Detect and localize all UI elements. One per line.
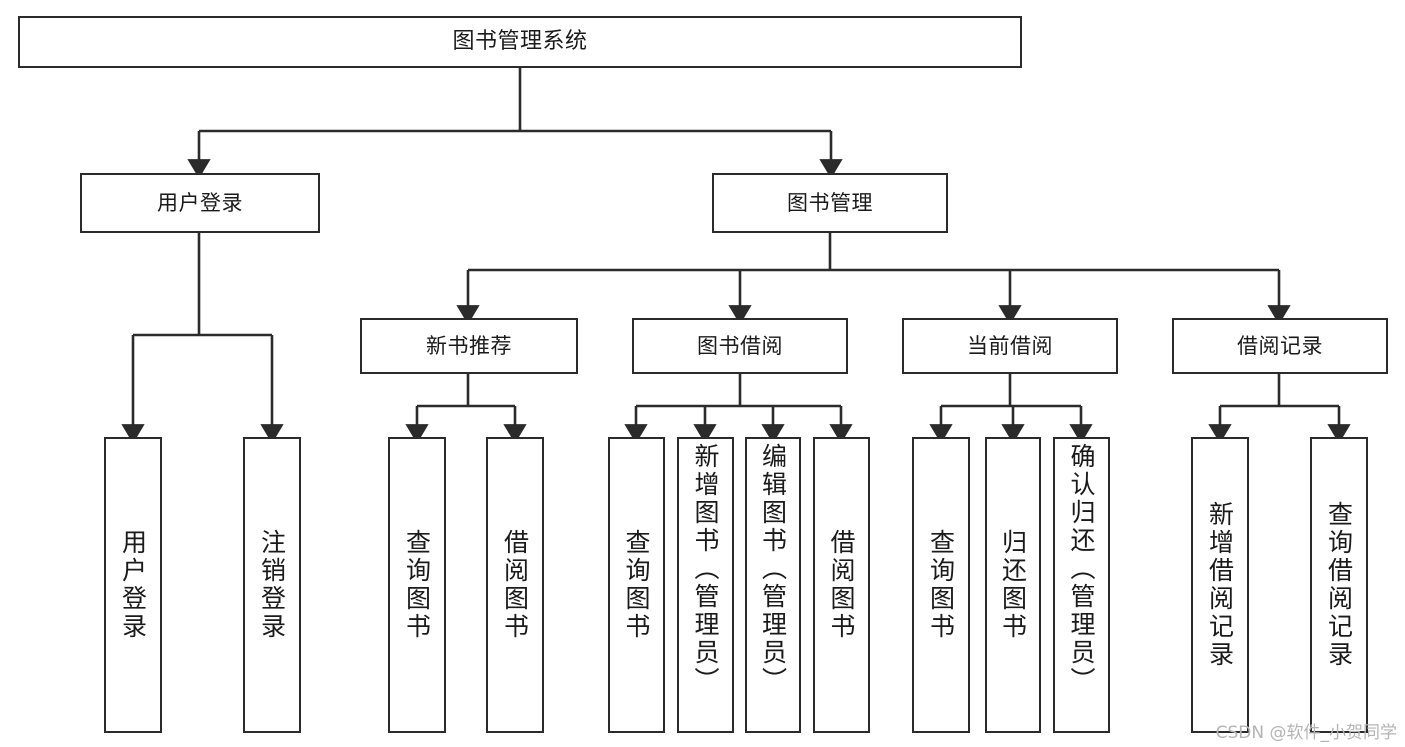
node-leaf-add-book[interactable]: 新增图书（管理员） xyxy=(677,437,734,733)
node-leaf-edit-book[interactable]: 编辑图书（管理员） xyxy=(745,437,801,733)
node-leaf-query-book-recommend[interactable]: 查询图书 xyxy=(388,437,446,733)
node-leaf-confirm-return[interactable]: 确认归还（管理员） xyxy=(1053,437,1110,733)
node-label: 查询借阅记录 xyxy=(1324,501,1354,669)
csdn-watermark: CSDN @软件_小贺同学 xyxy=(1215,723,1397,743)
node-label: 编辑图书（管理员） xyxy=(758,443,788,695)
node-new-book-recommend[interactable]: 新书推荐 xyxy=(360,318,578,374)
node-user-login[interactable]: 用户登录 xyxy=(80,173,320,233)
node-label: 图书管理系统 xyxy=(452,29,588,55)
node-label: 当前借阅 xyxy=(967,333,1053,358)
node-label: 新书推荐 xyxy=(426,333,512,358)
node-label: 查询图书 xyxy=(402,529,432,641)
node-label: 归还图书 xyxy=(998,529,1028,641)
node-book-manage[interactable]: 图书管理 xyxy=(712,173,948,233)
node-label: 用户登录 xyxy=(157,190,243,215)
node-label: 借阅图书 xyxy=(500,529,530,641)
node-label: 查询图书 xyxy=(926,529,956,641)
node-root-system[interactable]: 图书管理系统 xyxy=(18,16,1022,68)
node-label: 借阅图书 xyxy=(827,529,856,641)
node-book-borrow[interactable]: 图书借阅 xyxy=(632,318,848,374)
node-current-borrow[interactable]: 当前借阅 xyxy=(902,318,1118,374)
node-leaf-user-login[interactable]: 用户登录 xyxy=(104,437,162,733)
node-leaf-add-borrow-record[interactable]: 新增借阅记录 xyxy=(1191,437,1249,733)
node-label: 图书借阅 xyxy=(697,333,783,358)
node-leaf-return-book[interactable]: 归还图书 xyxy=(985,437,1041,733)
node-label: 查询图书 xyxy=(622,529,651,641)
node-label: 借阅记录 xyxy=(1237,333,1323,358)
node-borrow-record[interactable]: 借阅记录 xyxy=(1172,318,1388,374)
node-label: 确认归还（管理员） xyxy=(1067,443,1096,695)
node-label: 注销登录 xyxy=(257,529,287,641)
node-leaf-query-borrow-record[interactable]: 查询借阅记录 xyxy=(1310,437,1368,733)
node-leaf-logout[interactable]: 注销登录 xyxy=(243,437,301,733)
node-label: 图书管理 xyxy=(787,190,873,215)
node-leaf-query-book-current[interactable]: 查询图书 xyxy=(912,437,970,733)
node-label: 新增借阅记录 xyxy=(1205,501,1235,669)
node-label: 用户登录 xyxy=(118,529,148,641)
node-leaf-borrow-book[interactable]: 借阅图书 xyxy=(813,437,870,733)
node-leaf-query-book-borrow[interactable]: 查询图书 xyxy=(608,437,665,733)
node-label: 新增图书（管理员） xyxy=(691,443,720,695)
node-leaf-borrow-book-recommend[interactable]: 借阅图书 xyxy=(486,437,544,733)
